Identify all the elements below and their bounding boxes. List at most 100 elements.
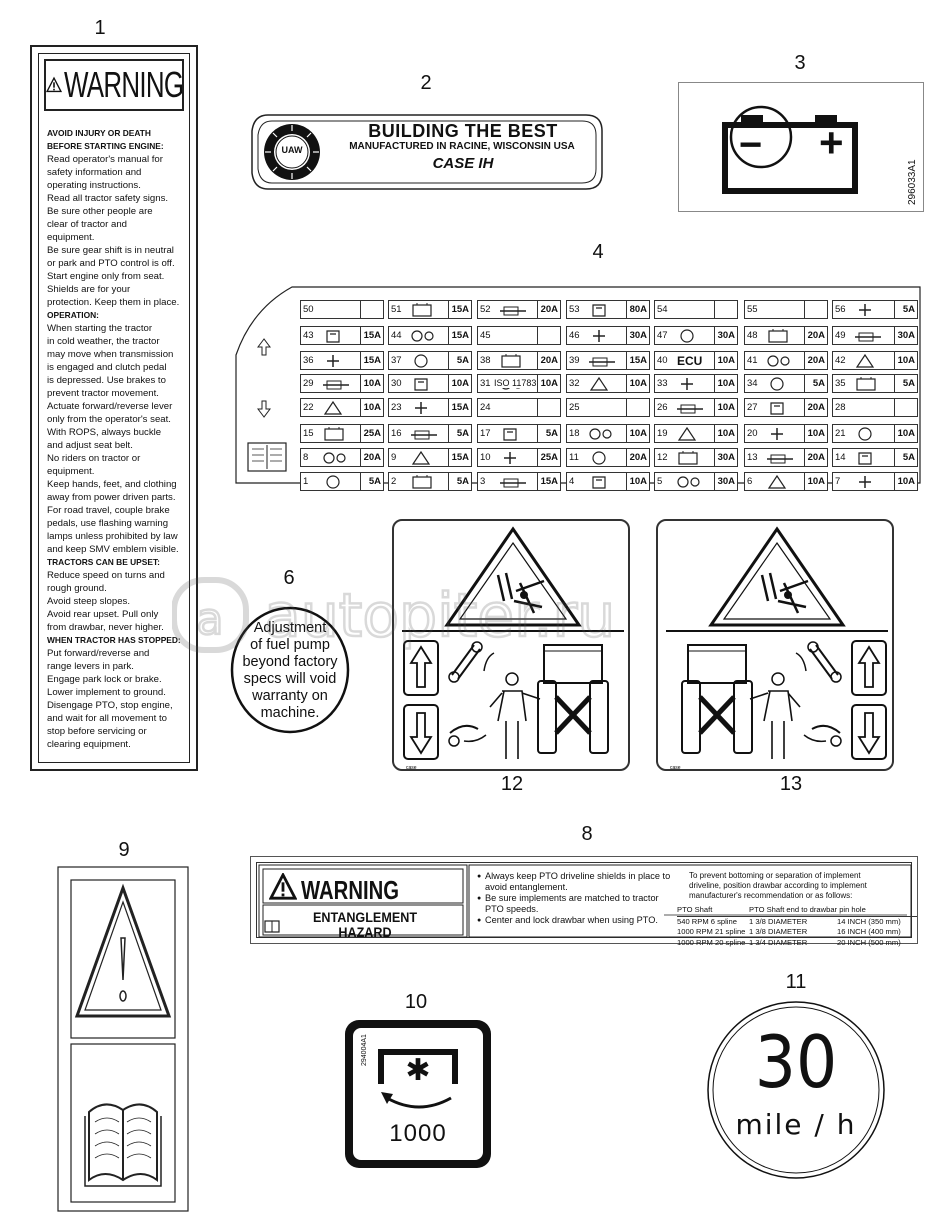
case-ih-logo: CASE IH	[432, 155, 494, 172]
iso-label: ISO 11783	[494, 378, 537, 388]
fuse-circuit-icon	[585, 400, 627, 416]
warning-text-line: or park and PTO control is off.	[47, 258, 175, 269]
fuse-cell-divider	[804, 399, 805, 416]
fuse-number: 41	[747, 355, 758, 366]
pto-decal-13: case	[656, 519, 894, 771]
fuse-amperage: 5A	[456, 476, 469, 487]
fuse-circuit-icon	[678, 451, 698, 465]
uaw-seal-icon	[264, 124, 320, 180]
decal-3-part-code: 296033A1	[907, 159, 918, 205]
fuse-amperage: 30A	[717, 330, 735, 341]
warning-text-line: Avoid rear upset. Pull only	[47, 609, 159, 620]
fuse-number: 38	[480, 355, 491, 366]
decal-11-circle	[707, 1001, 885, 1179]
fuse-cell-divider	[894, 352, 895, 369]
decal-8-bullet: Always keep PTO driveline shields in pla…	[477, 871, 677, 893]
fuse-cell-divider	[448, 399, 449, 416]
warning-text-line: safety information and	[47, 167, 142, 178]
callout-8: 8	[581, 823, 593, 845]
callout-12: 12	[500, 773, 524, 795]
fuse-circuit-icon	[592, 476, 606, 489]
warning-text-line: operating instructions.	[47, 180, 141, 191]
fuse-amperage: 10A	[540, 378, 558, 389]
fuse-circuit-icon	[855, 332, 881, 342]
pto-decal-12: case	[392, 519, 630, 771]
manual-book-icon	[85, 1098, 161, 1186]
fuse-amperage: 10A	[897, 476, 915, 487]
fuse-amperage: 5A	[812, 378, 825, 389]
warning-section-heading: TRACTORS CAN BE UPSET:	[47, 557, 160, 567]
fuse-circuit-icon	[593, 330, 605, 342]
warning-text-line: Actuate forward/reverse lever	[47, 401, 173, 412]
decal-6-line: beyond factory	[242, 654, 338, 670]
fuse-amperage: 5A	[902, 452, 915, 463]
fuse-cell: 50	[300, 300, 384, 319]
warning-header: WARNING	[44, 59, 184, 111]
fuse-circuit-icon	[589, 357, 615, 367]
warning-text-line: When starting the tractor	[47, 323, 153, 334]
fuse-amperage: 15A	[451, 452, 469, 463]
fuse-amperage: 25A	[540, 452, 558, 463]
fuse-cell: 24	[477, 398, 561, 417]
fuse-circuit-icon	[503, 428, 517, 441]
fuse-number: 43	[303, 330, 314, 341]
warning-text-line: in cold weather, the tractor	[47, 336, 160, 347]
fuse-cell-divider	[626, 352, 627, 369]
fuse-circuit-icon	[504, 452, 516, 464]
warning-triangle-icon	[46, 76, 62, 93]
fuse-number: 31	[480, 378, 491, 389]
pto-table-cell: 1000 RPM 21 spline	[677, 927, 746, 937]
warning-text-line: clearing equipment.	[47, 739, 131, 750]
pto-table-cell: 540 RPM 6 spline	[677, 916, 737, 926]
fuse-circuit-icon	[500, 306, 526, 316]
fuse-amperage: 10A	[629, 476, 647, 487]
fuse-amperage: 15A	[451, 304, 469, 315]
warning-text-line: equipment.	[47, 466, 95, 477]
warning-text-line: Reduce speed on turns and	[47, 570, 165, 581]
callout-13: 13	[779, 773, 803, 795]
warning-text-line: and wait for all movement to	[47, 713, 167, 724]
warning-text-line: range levers in park.	[47, 661, 134, 672]
fuse-amperage: 15A	[451, 402, 469, 413]
fuse-number: 32	[569, 378, 580, 389]
fuse-cell-divider	[360, 327, 361, 344]
decal-10-frame	[345, 1020, 491, 1168]
warning-text-line: and adjust seat belt.	[47, 440, 133, 451]
warning-text-line: only from the operator's seat.	[47, 414, 171, 425]
fuse-circuit-icon	[858, 427, 872, 441]
decal-8-border: WARNING ENTANGLEMENT HAZARD Always keep …	[256, 862, 917, 947]
pto-table-cell: PTO Shaft	[677, 905, 713, 914]
fuse-cell-divider	[537, 375, 538, 392]
fuse-number: 4	[569, 476, 575, 487]
svg-text:a: a	[197, 594, 224, 645]
fuse-number: 27	[747, 402, 758, 413]
speed-limit-value: 30	[754, 1020, 838, 1104]
fuse-number: 29	[303, 378, 314, 389]
fuse-circuit-icon	[851, 400, 893, 416]
fuse-cell-divider	[448, 301, 449, 318]
fuse-cell-divider	[360, 473, 361, 490]
fuse-circuit-icon	[763, 302, 805, 318]
fuse-number: 39	[569, 355, 580, 366]
fuse-cell-divider	[626, 425, 627, 442]
fuse-number: 46	[569, 330, 580, 341]
callout-1: 1	[94, 17, 106, 39]
fuse-amperage: 15A	[363, 355, 381, 366]
fuse-number: 2	[391, 476, 397, 487]
fuse-chart-side-icons	[247, 338, 287, 472]
manual-book-icon	[265, 921, 279, 932]
warning-text-line: from drawbar, never higher.	[47, 622, 164, 633]
fuse-number: 53	[569, 304, 580, 315]
fuse-cell-divider	[804, 375, 805, 392]
fuse-cell-divider	[360, 301, 361, 318]
pto-table-cell: 1 3/8 DIAMETER	[749, 916, 808, 926]
